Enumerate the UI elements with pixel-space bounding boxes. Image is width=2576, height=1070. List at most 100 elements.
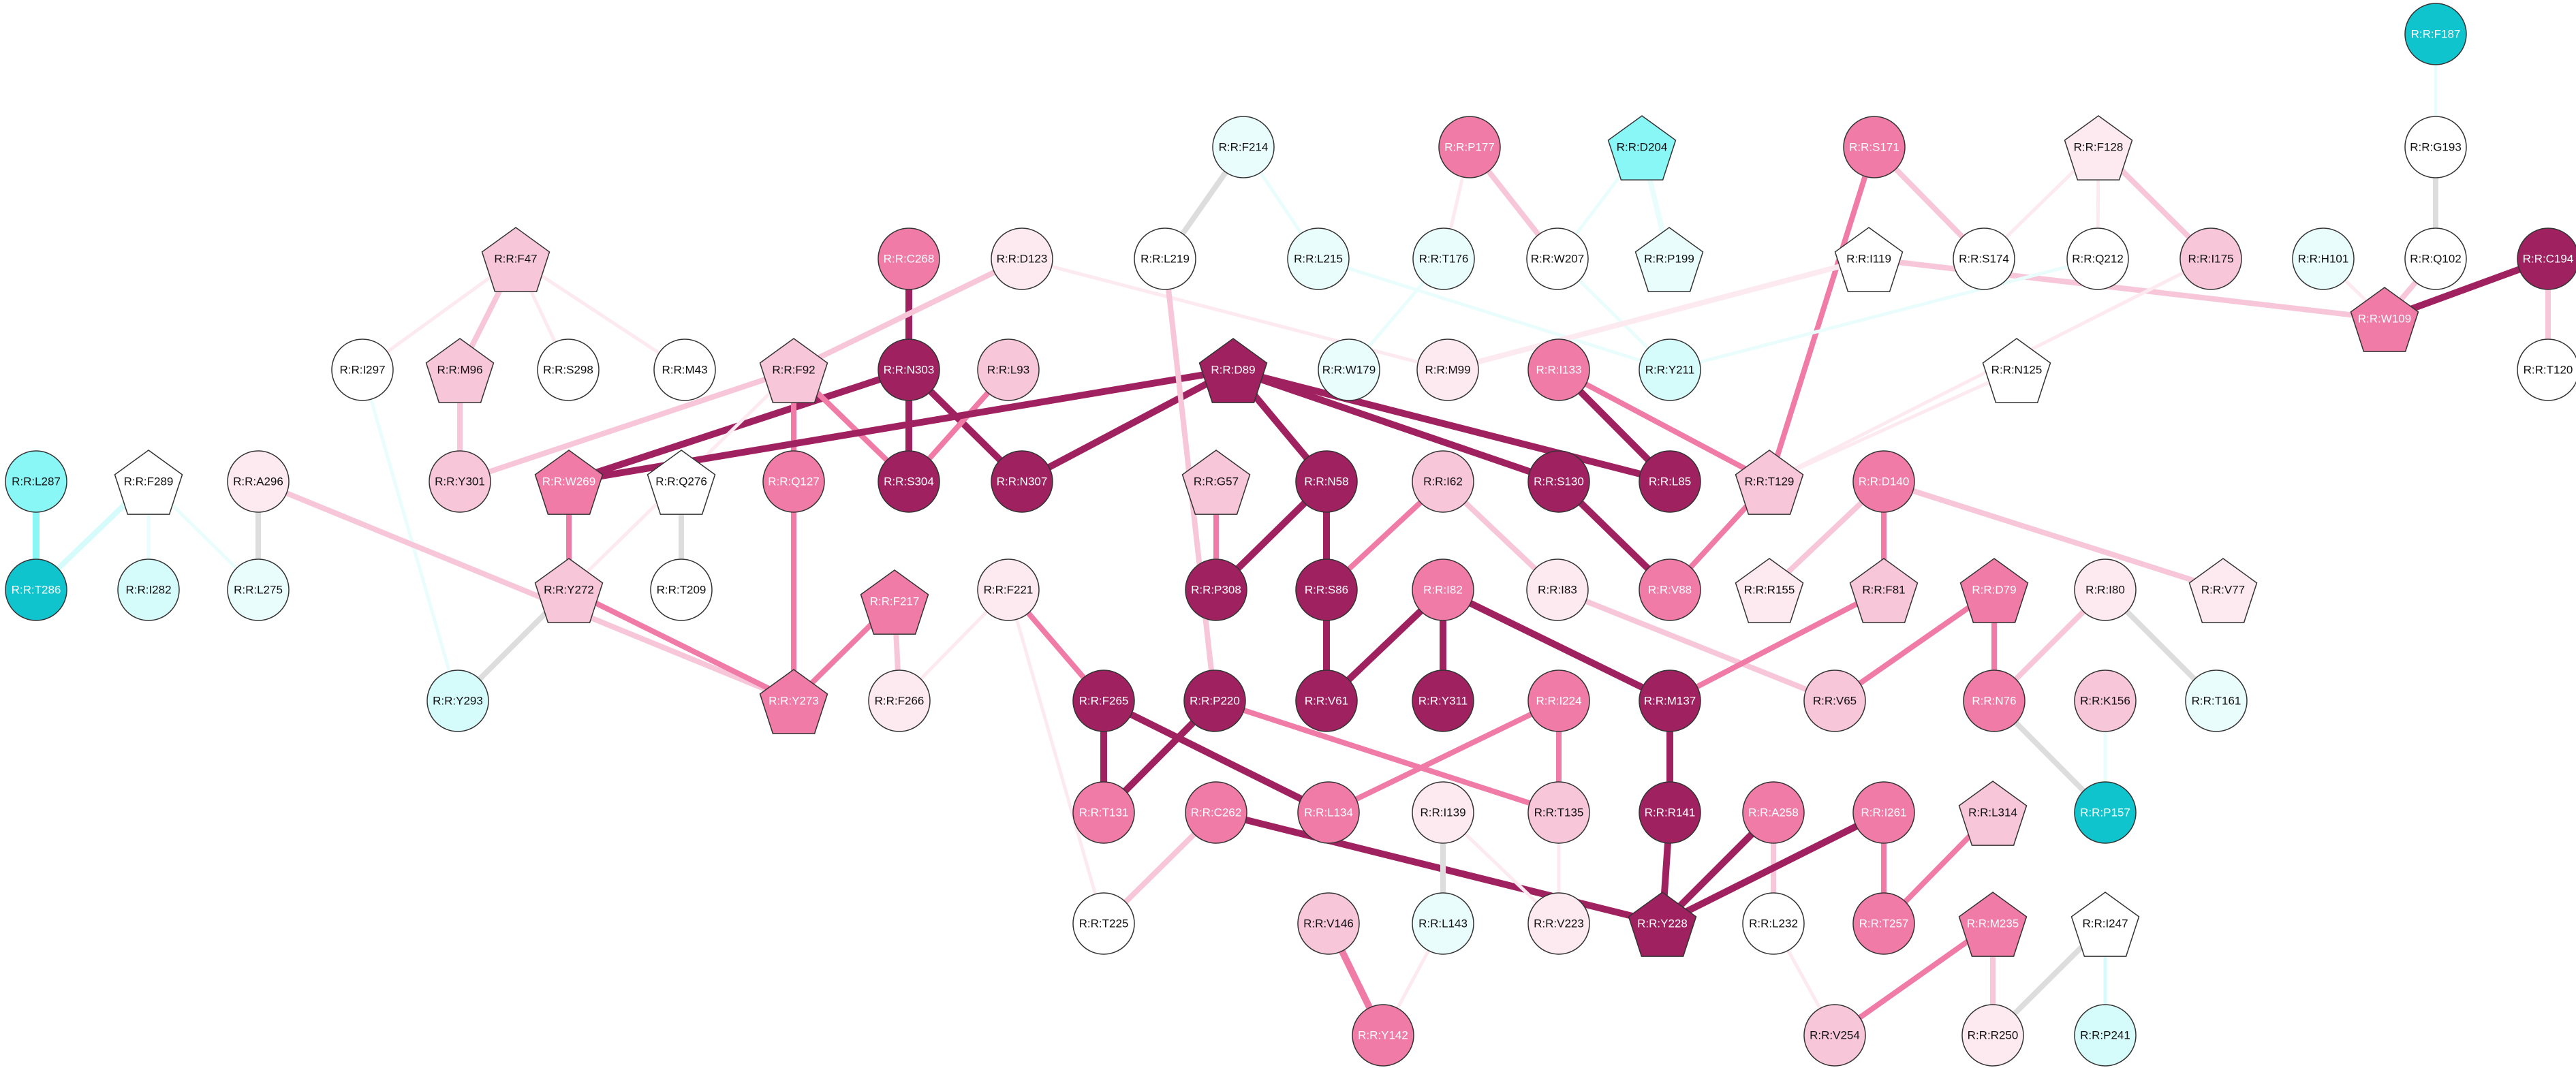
node-t161[interactable]: R:R:T161 xyxy=(2185,670,2248,732)
node-i133[interactable]: R:R:I133 xyxy=(1527,339,1590,401)
node-q212[interactable]: R:R:Q212 xyxy=(2066,227,2129,290)
node-r155[interactable]: R:R:R155 xyxy=(1735,558,1804,623)
node-d140[interactable]: R:R:D140 xyxy=(1852,450,1915,513)
node-g57[interactable]: R:R:G57 xyxy=(1181,450,1251,515)
node-g193[interactable]: R:R:G193 xyxy=(2404,116,2467,178)
node-f187[interactable]: R:R:F187 xyxy=(2404,3,2467,65)
node-w269[interactable]: R:R:W269 xyxy=(534,450,604,515)
node-t131[interactable]: R:R:T131 xyxy=(1072,781,1135,844)
node-c268[interactable]: R:R:C268 xyxy=(878,227,940,290)
node-m99[interactable]: R:R:M99 xyxy=(1416,339,1479,401)
node-y142[interactable]: R:R:Y142 xyxy=(1352,1004,1414,1067)
node-l232[interactable]: R:R:L232 xyxy=(1742,892,1805,955)
node-v223[interactable]: R:R:V223 xyxy=(1527,892,1590,955)
node-l215[interactable]: R:R:L215 xyxy=(1287,227,1350,290)
node-l287[interactable]: R:R:L287 xyxy=(5,450,67,513)
node-l85[interactable]: R:R:L85 xyxy=(1639,450,1701,513)
node-s304[interactable]: R:R:S304 xyxy=(878,450,940,513)
node-q276[interactable]: R:R:Q276 xyxy=(647,450,716,515)
node-q127[interactable]: R:R:Q127 xyxy=(762,450,825,513)
node-i282[interactable]: R:R:I282 xyxy=(117,558,180,621)
node-f217[interactable]: R:R:F217 xyxy=(860,569,929,635)
node-l275[interactable]: R:R:L275 xyxy=(227,558,290,621)
node-d79[interactable]: R:R:D79 xyxy=(1959,558,2029,623)
node-l219[interactable]: R:R:L219 xyxy=(1134,227,1196,290)
node-r141[interactable]: R:R:R141 xyxy=(1639,781,1701,844)
node-l93[interactable]: R:R:L93 xyxy=(977,339,1040,401)
node-f92[interactable]: R:R:F92 xyxy=(759,338,828,403)
node-m96[interactable]: R:R:M96 xyxy=(425,338,495,403)
node-h101[interactable]: R:R:H101 xyxy=(2292,227,2355,290)
node-c194[interactable]: R:R:C194 xyxy=(2517,227,2576,290)
node-l314[interactable]: R:R:L314 xyxy=(1958,781,2028,846)
node-f266[interactable]: R:R:F266 xyxy=(868,670,931,732)
node-n125[interactable]: R:R:N125 xyxy=(1982,338,2051,403)
node-w109[interactable]: R:R:W109 xyxy=(2350,287,2419,352)
node-t176[interactable]: R:R:T176 xyxy=(1412,227,1475,290)
node-v88[interactable]: R:R:V88 xyxy=(1639,558,1701,621)
node-t209[interactable]: R:R:T209 xyxy=(650,558,713,621)
node-k156[interactable]: R:R:K156 xyxy=(2074,670,2137,732)
node-r250[interactable]: R:R:R250 xyxy=(1961,1004,2024,1067)
node-m137[interactable]: R:R:M137 xyxy=(1639,670,1701,732)
node-f265[interactable]: R:R:F265 xyxy=(1072,670,1135,732)
node-c262[interactable]: R:R:C262 xyxy=(1185,781,1247,844)
node-p177[interactable]: R:R:P177 xyxy=(1438,116,1501,178)
node-i139[interactable]: R:R:I139 xyxy=(1412,781,1474,844)
node-y293[interactable]: R:R:Y293 xyxy=(426,670,489,732)
node-i82[interactable]: R:R:I82 xyxy=(1412,558,1474,621)
node-l134[interactable]: R:R:L134 xyxy=(1297,781,1360,844)
node-m43[interactable]: R:R:M43 xyxy=(653,339,716,401)
node-t225[interactable]: R:R:T225 xyxy=(1072,892,1135,955)
node-v61[interactable]: R:R:V61 xyxy=(1295,670,1358,732)
node-s171[interactable]: R:R:S171 xyxy=(1843,116,1906,178)
node-y211[interactable]: R:R:Y211 xyxy=(1639,339,1701,401)
node-i224[interactable]: R:R:I224 xyxy=(1527,670,1590,732)
node-d204[interactable]: R:R:D204 xyxy=(1607,115,1677,180)
node-v146[interactable]: R:R:V146 xyxy=(1297,892,1360,955)
node-n76[interactable]: R:R:N76 xyxy=(1963,670,2026,732)
node-a296[interactable]: R:R:A296 xyxy=(227,450,290,513)
node-v254[interactable]: R:R:V254 xyxy=(1803,1004,1866,1067)
node-f289[interactable]: R:R:F289 xyxy=(114,450,183,515)
node-p157[interactable]: R:R:P157 xyxy=(2074,781,2137,844)
node-i119[interactable]: R:R:I119 xyxy=(1834,227,1904,292)
node-v77[interactable]: R:R:V77 xyxy=(2188,558,2258,623)
node-i297[interactable]: R:R:I297 xyxy=(331,339,394,401)
node-i62[interactable]: R:R:I62 xyxy=(1412,450,1474,513)
node-t129[interactable]: R:R:T129 xyxy=(1735,450,1804,515)
node-i80[interactable]: R:R:I80 xyxy=(2074,558,2137,621)
node-t286[interactable]: R:R:T286 xyxy=(5,558,67,621)
node-f221[interactable]: R:R:F221 xyxy=(977,558,1040,621)
node-p199[interactable]: R:R:P199 xyxy=(1634,227,1704,292)
node-d123[interactable]: R:R:D123 xyxy=(991,227,1053,290)
node-p308[interactable]: R:R:P308 xyxy=(1185,558,1247,621)
node-i83[interactable]: R:R:I83 xyxy=(1526,558,1589,621)
node-l143[interactable]: R:R:L143 xyxy=(1412,892,1474,955)
node-m235[interactable]: R:R:M235 xyxy=(1958,892,2028,957)
node-f128[interactable]: R:R:F128 xyxy=(2064,115,2133,180)
node-y273[interactable]: R:R:Y273 xyxy=(759,669,828,734)
node-y301[interactable]: R:R:Y301 xyxy=(429,450,491,513)
node-q102[interactable]: R:R:Q102 xyxy=(2404,227,2467,290)
node-f47[interactable]: R:R:F47 xyxy=(481,227,550,292)
node-s130[interactable]: R:R:S130 xyxy=(1527,450,1590,513)
node-a258[interactable]: R:R:A258 xyxy=(1742,781,1805,844)
node-s298[interactable]: R:R:S298 xyxy=(537,339,600,401)
node-i247[interactable]: R:R:I247 xyxy=(2070,892,2140,957)
node-n307[interactable]: R:R:N307 xyxy=(991,450,1053,513)
node-n303[interactable]: R:R:N303 xyxy=(878,339,940,401)
node-s174[interactable]: R:R:S174 xyxy=(1953,227,2015,290)
node-p241[interactable]: R:R:P241 xyxy=(2074,1004,2137,1067)
node-i261[interactable]: R:R:I261 xyxy=(1852,781,1915,844)
node-w207[interactable]: R:R:W207 xyxy=(1526,227,1589,290)
node-s86[interactable]: R:R:S86 xyxy=(1295,558,1358,621)
node-v65[interactable]: R:R:V65 xyxy=(1803,670,1866,732)
node-y272[interactable]: R:R:Y272 xyxy=(534,558,604,623)
node-y228[interactable]: R:R:Y228 xyxy=(1628,892,1697,957)
node-t257[interactable]: R:R:T257 xyxy=(1852,892,1915,955)
node-w179[interactable]: R:R:W179 xyxy=(1318,339,1380,401)
node-y311[interactable]: R:R:Y311 xyxy=(1412,670,1474,732)
node-i175[interactable]: R:R:I175 xyxy=(2179,227,2242,290)
node-f81[interactable]: R:R:F81 xyxy=(1849,558,1919,623)
